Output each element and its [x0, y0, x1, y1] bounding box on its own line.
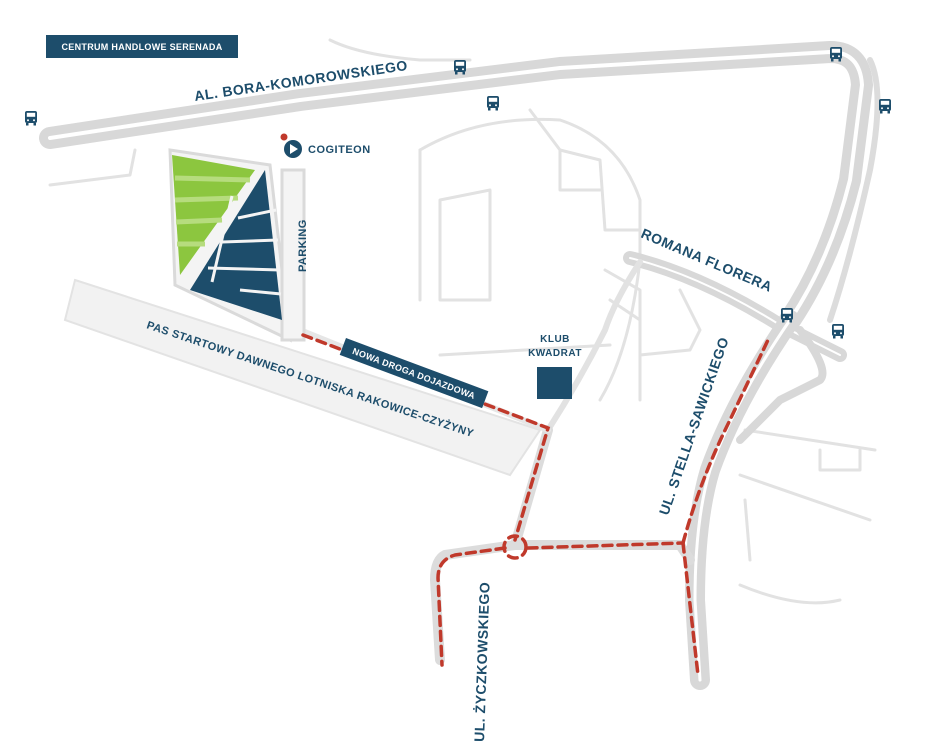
access-route [301, 333, 770, 677]
major-roads [39, 41, 881, 690]
mall-label: CENTRUM HANDLOWE SERENADA [46, 35, 238, 58]
parking-label: PARKING [297, 219, 309, 272]
bus-stop-icon [879, 99, 891, 114]
green-area [172, 155, 255, 275]
minor-roads [48, 38, 877, 605]
mall-label-text: CENTRUM HANDLOWE SERENADA [62, 42, 223, 52]
club-label-line2: KWADRAT [528, 348, 582, 359]
club-label-line1: KLUB [540, 334, 570, 345]
bus-stop-icon [25, 111, 37, 126]
site-building [190, 170, 282, 320]
club-kwadrat-building [537, 367, 572, 399]
cogiteon-logo-icon [280, 133, 302, 158]
cogiteon-brand-text: COGITEON [308, 144, 371, 156]
zyczkowskiego-label: UL. ŻYCZKOWSKIEGO [471, 581, 493, 742]
runway-strip [63, 278, 542, 477]
bus-stop-icon [832, 324, 844, 339]
bus-stop-icon [487, 96, 499, 111]
